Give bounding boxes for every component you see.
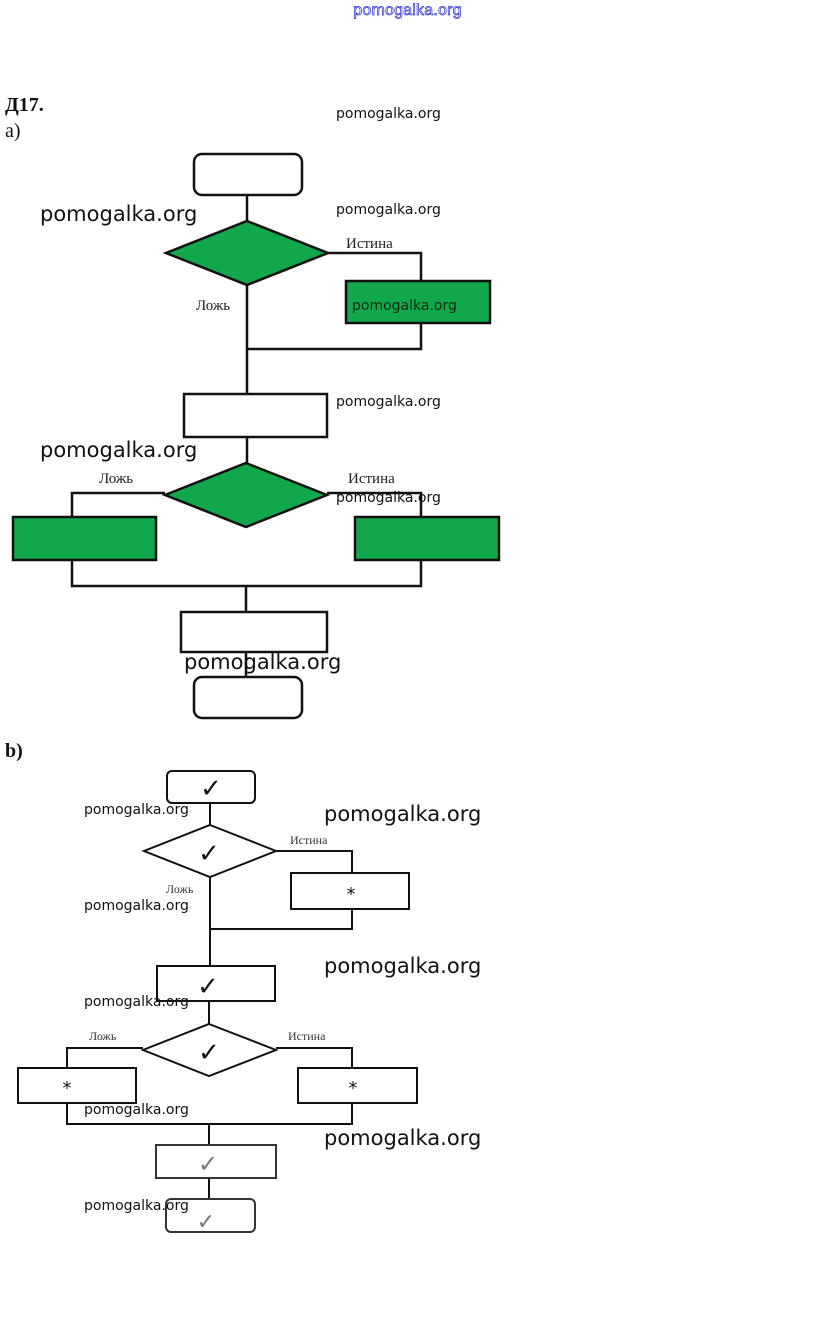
check-mark-icon: ✓ xyxy=(197,972,219,1002)
check-mark-icon: ✓ xyxy=(198,1038,220,1068)
diagram-a-labels: Истина Ложь Ложь Истина xyxy=(99,236,395,487)
connector xyxy=(70,491,165,517)
diagram-b-marks: ✓ ✓ * ✓ ✓ * * ✓ ✓ Истина Ложь Ложь Истин… xyxy=(63,774,358,1235)
end-terminal xyxy=(165,1198,256,1233)
connector xyxy=(210,909,353,930)
false-label: Ложь xyxy=(166,882,194,896)
watermark: pomogalka.org xyxy=(84,898,189,914)
end-terminal xyxy=(192,675,304,720)
connector xyxy=(276,850,353,873)
check-mark-icon: ✓ xyxy=(197,1210,215,1235)
true-branch-block xyxy=(290,872,410,910)
watermark: pomogalka.org xyxy=(336,490,441,506)
watermark: pomogalka.org xyxy=(40,202,198,226)
watermark: pomogalka.org xyxy=(84,1198,189,1214)
true-label: Истина xyxy=(348,471,395,487)
diagram-a xyxy=(11,152,501,720)
part-b-label: b) xyxy=(5,740,23,762)
watermark: pomogalka.org xyxy=(184,650,342,674)
task-number: Д17. xyxy=(5,94,44,116)
watermark: pomogalka.org xyxy=(84,994,189,1010)
watermark: pomogalka.org xyxy=(324,802,482,826)
process-block xyxy=(156,965,276,1002)
part-a-label: a) xyxy=(5,120,21,142)
false-label: Ложь xyxy=(196,298,230,314)
true-label: Истина xyxy=(290,833,328,847)
false-branch-block xyxy=(11,515,158,562)
check-mark-icon: ✓ xyxy=(200,774,222,804)
diagram-b-connectors xyxy=(66,803,353,1199)
watermark: pomogalka.org xyxy=(84,1102,189,1118)
true-label: Истина xyxy=(346,236,393,252)
connector xyxy=(327,491,423,517)
process-block xyxy=(155,1144,277,1179)
condition-diamond xyxy=(140,1022,279,1078)
false-label: Ложь xyxy=(89,1029,117,1043)
site-header-link[interactable]: pomogalka.org xyxy=(353,2,462,20)
check-mark-icon: ✓ xyxy=(198,839,220,869)
star-mark-icon: * xyxy=(349,1078,358,1099)
diagram-a-connectors xyxy=(70,195,423,677)
watermark: pomogalka.org xyxy=(324,1126,482,1150)
condition-diamond xyxy=(162,219,332,287)
true-branch-block xyxy=(297,1067,418,1104)
start-terminal xyxy=(166,770,256,804)
connector xyxy=(66,1047,143,1068)
condition-diamond xyxy=(141,823,279,879)
watermark: pomogalka.org xyxy=(336,394,441,410)
condition-diamond xyxy=(161,461,331,529)
false-branch-block xyxy=(17,1067,137,1104)
true-branch-block xyxy=(353,515,501,562)
check-mark-icon: ✓ xyxy=(198,1150,218,1178)
process-block xyxy=(182,392,329,439)
connector xyxy=(276,1047,353,1068)
watermark: pomogalka.org xyxy=(336,202,441,218)
process-block xyxy=(179,610,329,654)
start-terminal xyxy=(192,152,304,197)
star-mark-icon: * xyxy=(63,1078,72,1099)
watermark: pomogalka.org xyxy=(84,802,189,818)
watermark: pomogalka.org xyxy=(352,298,457,314)
watermark: pomogalka.org xyxy=(40,438,198,462)
connector xyxy=(70,560,423,588)
star-mark-icon: * xyxy=(347,884,356,905)
connector xyxy=(247,323,423,351)
watermark: pomogalka.org xyxy=(324,954,482,978)
watermark: pomogalka.org xyxy=(336,106,441,122)
diagram-b xyxy=(17,770,418,1233)
true-branch-block xyxy=(344,279,492,325)
connector xyxy=(328,251,423,281)
false-label: Ложь xyxy=(99,471,133,487)
true-label: Истина xyxy=(288,1029,326,1043)
